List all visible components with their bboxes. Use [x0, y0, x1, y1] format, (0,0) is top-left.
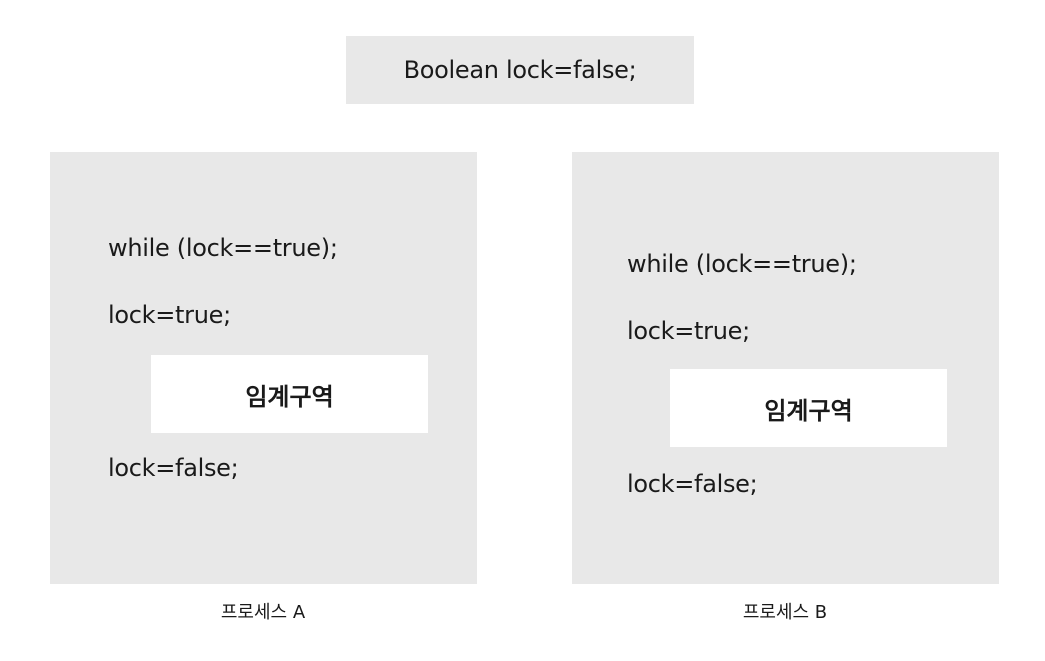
shared-variable-text: Boolean lock=false; [403, 56, 637, 84]
process-a-label: 프로세스 A [220, 602, 306, 623]
lock-false-line: lock=false; [108, 454, 239, 482]
shared-variable-box: Boolean lock=false; [346, 36, 694, 104]
process-b-box: while (lock==true); lock=true; 임계구역 lock… [572, 152, 999, 584]
while-lock-line: while (lock==true); [627, 250, 857, 278]
critical-section-label: 임계구역 [764, 396, 853, 425]
lock-false-line: lock=false; [627, 470, 758, 498]
lock-true-line: lock=true; [108, 301, 231, 329]
critical-section-box: 임계구역 [670, 369, 947, 447]
process-b-label: 프로세스 B [742, 602, 828, 623]
process-a-box: while (lock==true); lock=true; 임계구역 lock… [50, 152, 477, 584]
lock-true-line: lock=true; [627, 317, 750, 345]
while-lock-line: while (lock==true); [108, 234, 338, 262]
critical-section-label: 임계구역 [245, 382, 334, 411]
critical-section-box: 임계구역 [151, 355, 428, 433]
